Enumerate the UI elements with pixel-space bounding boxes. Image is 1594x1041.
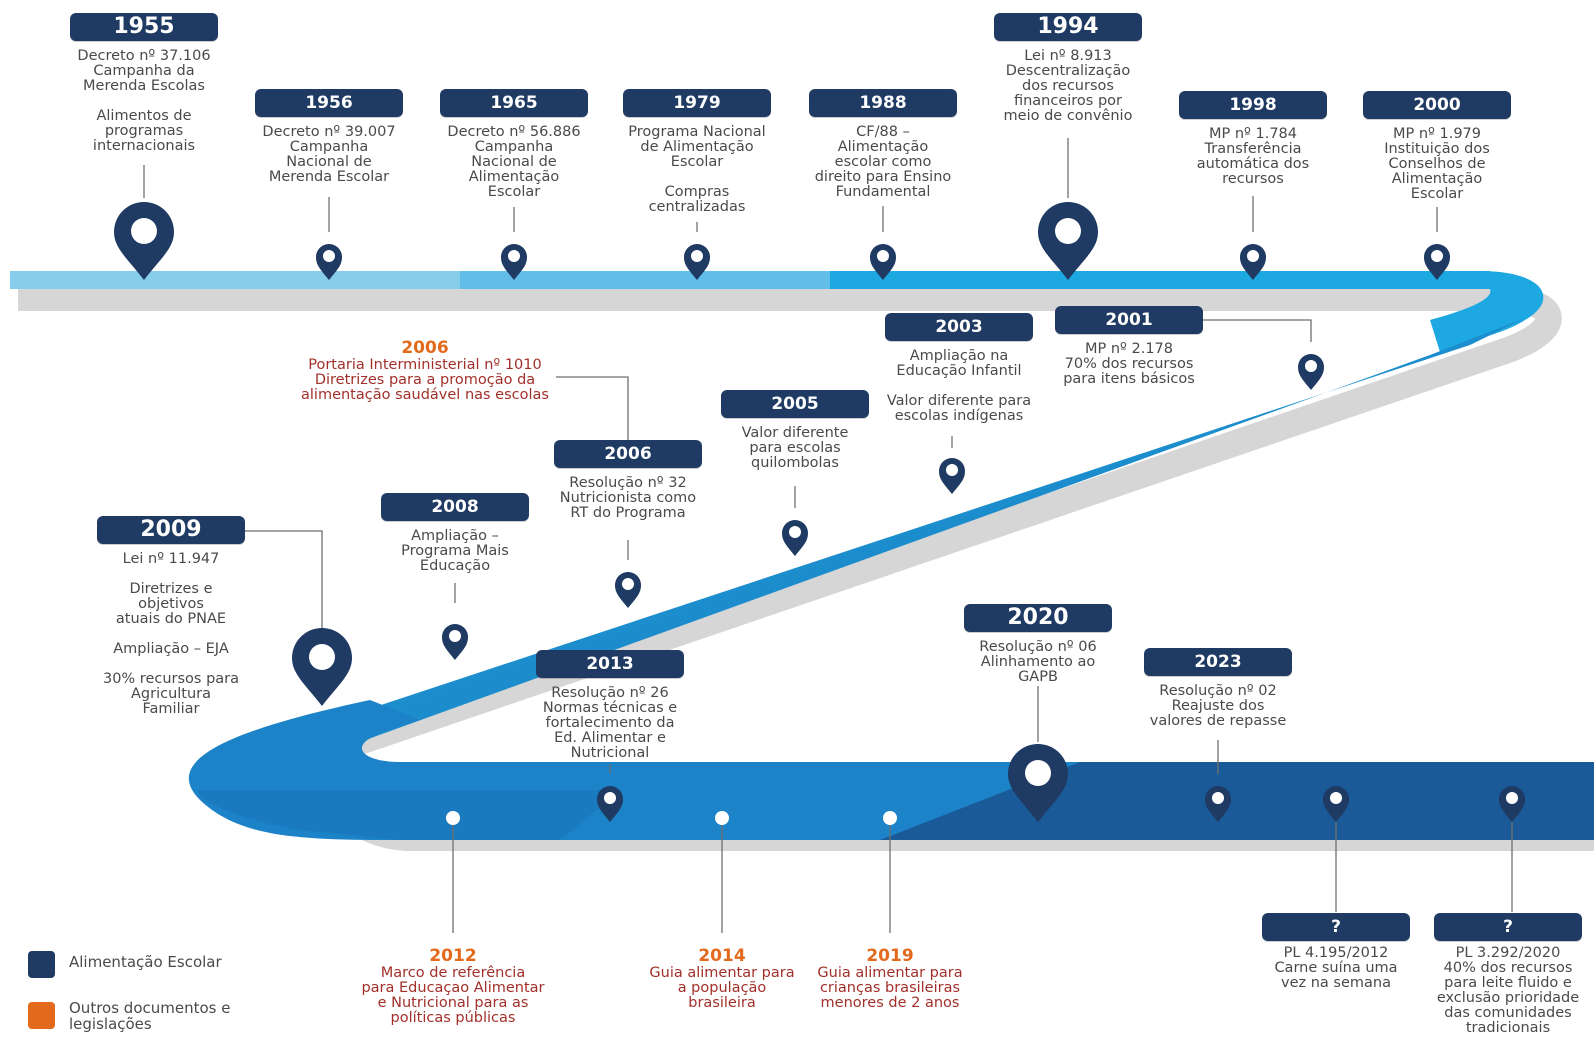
legend-school-swatch [28, 951, 55, 978]
pin-2001 [1298, 354, 1324, 390]
year-badge-2005: 2005 [721, 390, 869, 418]
legend-school: Alimentação Escolar [28, 951, 288, 981]
event-1965-text: Decreto nº 56.886 Campanha Nacional de A… [447, 124, 581, 200]
event-1979-text: Programa Nacional de Alimentação Escolar… [628, 124, 766, 215]
event-2013-text: Resolução nº 26 Normas técnicas e fortal… [542, 685, 678, 761]
road-seg-bright [830, 271, 1490, 289]
other-doc-2006-year: 2006 [401, 338, 449, 358]
other-doc-2019: 2019 Guia alimentar para crianças brasil… [800, 946, 980, 1011]
connector-lines [143, 138, 1513, 933]
event-1998-text: MP nº 1.784 Transferência automática dos… [1196, 126, 1310, 187]
pin-2005 [782, 520, 808, 556]
event-1988-text: CF/88 – Alimentação escolar como direito… [814, 124, 952, 200]
year-badge-2006: 2006 [554, 440, 702, 468]
event-1988: 1988 CF/88 – Alimentação escolar como di… [796, 89, 970, 200]
other-doc-2019-text: Guia alimentar para crianças brasileiras… [817, 965, 963, 1011]
event-2008: 2008 Ampliação – Programa Mais Educação [368, 493, 542, 574]
other-doc-2012-text: Marco de referência para Educaçao Alimen… [361, 965, 545, 1026]
event-pl1-text: PL 4.195/2012 Carne suína uma vez na sem… [1274, 945, 1398, 991]
road-bottom-mid [197, 790, 621, 840]
year-badge-1994: 1994 [994, 13, 1142, 41]
year-badge-2003: 2003 [885, 313, 1033, 341]
road-seg-mid [460, 271, 835, 289]
year-badge-pl2: ? [1434, 913, 1582, 941]
year-badge-2013: 2013 [536, 650, 684, 678]
pin-1955 [114, 202, 174, 280]
other-doc-2006-text: Portaria Interministerial nº 1010 Diretr… [301, 357, 549, 403]
year-badge-1998: 1998 [1179, 91, 1327, 119]
pin-1994 [1038, 202, 1098, 280]
event-1979: 1979 Programa Nacional de Alimentação Es… [610, 89, 784, 215]
year-badge-1956: 1956 [255, 89, 403, 117]
event-1956: 1956 Decreto nº 39.007 Campanha Nacional… [242, 89, 416, 185]
year-badge-1955: 1955 [70, 13, 218, 41]
event-1955-text: Decreto nº 37.106 Campanha da Merenda Es… [77, 48, 211, 154]
legend-other: Outros documentos e legislações [28, 1000, 288, 1038]
other-doc-2014-year: 2014 [698, 946, 746, 966]
year-badge-1965: 1965 [440, 89, 588, 117]
year-badge-2023: 2023 [1144, 648, 1292, 676]
event-pl2-text: PL 3.292/2020 40% dos recursos para leit… [1436, 945, 1580, 1036]
road-seg-light [10, 271, 470, 289]
legend-other-label: Outros documentos e legislações [69, 999, 231, 1033]
event-2005-text: Valor diferente para escolas quilombolas [741, 425, 849, 471]
event-2008-text: Ampliação – Programa Mais Educação [401, 528, 509, 574]
other-doc-2006: 2006 Portaria Interministerial nº 1010 D… [290, 338, 560, 403]
event-1965: 1965 Decreto nº 56.886 Campanha Nacional… [427, 89, 601, 200]
event-1994: 1994 Lei nº 8.913 Descentralização dos r… [981, 13, 1155, 124]
year-badge-2008: 2008 [381, 493, 529, 521]
event-2013: 2013 Resolução nº 26 Normas técnicas e f… [523, 650, 697, 761]
event-2006-text: Resolução nº 32 Nutricionista como RT do… [559, 475, 697, 521]
year-badge-pl1: ? [1262, 913, 1410, 941]
event-2006: 2006 Resolução nº 32 Nutricionista como … [541, 440, 715, 521]
event-2001-text: MP nº 2.178 70% dos recursos para itens … [1063, 341, 1195, 387]
event-2023: 2023 Resolução nº 02 Reajuste dos valore… [1131, 648, 1305, 729]
event-2003-text: Ampliação na Educação Infantil Valor dif… [886, 348, 1032, 424]
event-2009: 2009 Lei nº 11.947 Diretrizes e objetivo… [84, 516, 258, 717]
event-2005: 2005 Valor diferente para escolas quilom… [708, 390, 882, 471]
legend-other-swatch [28, 1002, 55, 1029]
event-2003: 2003 Ampliação na Educação Infantil Valo… [864, 313, 1054, 424]
year-badge-2009: 2009 [97, 516, 245, 544]
year-badge-2000: 2000 [1363, 91, 1511, 119]
pin-2006 [615, 572, 641, 608]
other-doc-2014-text: Guia alimentar para a população brasilei… [649, 965, 795, 1011]
event-2000-text: MP nº 1.979 Instituição dos Conselhos de… [1384, 126, 1490, 202]
event-2009-text: Lei nº 11.947 Diretrizes e objetivos atu… [102, 551, 240, 717]
event-1955: 1955 Decreto nº 37.106 Campanha da Meren… [69, 13, 219, 154]
event-2001: 2001 MP nº 2.178 70% dos recursos para i… [1042, 306, 1216, 387]
event-2020-text: Resolução nº 06 Alinhamento ao GAPB [979, 639, 1097, 685]
event-1956-text: Decreto nº 39.007 Campanha Nacional de M… [262, 124, 396, 185]
year-badge-2001: 2001 [1055, 306, 1203, 334]
pin-2009 [292, 628, 352, 706]
other-doc-2012: 2012 Marco de referência para Educaçao A… [338, 946, 568, 1026]
event-2020: 2020 Resolução nº 06 Alinhamento ao GAPB [951, 604, 1125, 685]
other-doc-2014: 2014 Guia alimentar para a população bra… [632, 946, 812, 1011]
road-turn-right [1430, 271, 1544, 352]
legend-school-label: Alimentação Escolar [69, 953, 222, 971]
other-doc-2012-year: 2012 [429, 946, 477, 966]
event-2000: 2000 MP nº 1.979 Instituição dos Conselh… [1350, 91, 1524, 202]
year-badge-1988: 1988 [809, 89, 957, 117]
event-1994-text: Lei nº 8.913 Descentralização dos recurs… [1003, 48, 1133, 124]
other-doc-dots [446, 811, 897, 825]
event-pl2: ? PL 3.292/2020 40% dos recursos para le… [1421, 913, 1594, 1036]
year-badge-1979: 1979 [623, 89, 771, 117]
pin-2008 [442, 624, 468, 660]
year-badge-2020: 2020 [964, 604, 1112, 632]
event-2023-text: Resolução nº 02 Reajuste dos valores de … [1149, 683, 1287, 729]
event-pl1: ? PL 4.195/2012 Carne suína uma vez na s… [1249, 913, 1423, 991]
other-doc-2019-year: 2019 [866, 946, 914, 966]
event-1998: 1998 MP nº 1.784 Transferência automátic… [1166, 91, 1340, 187]
pin-2003 [939, 458, 965, 494]
